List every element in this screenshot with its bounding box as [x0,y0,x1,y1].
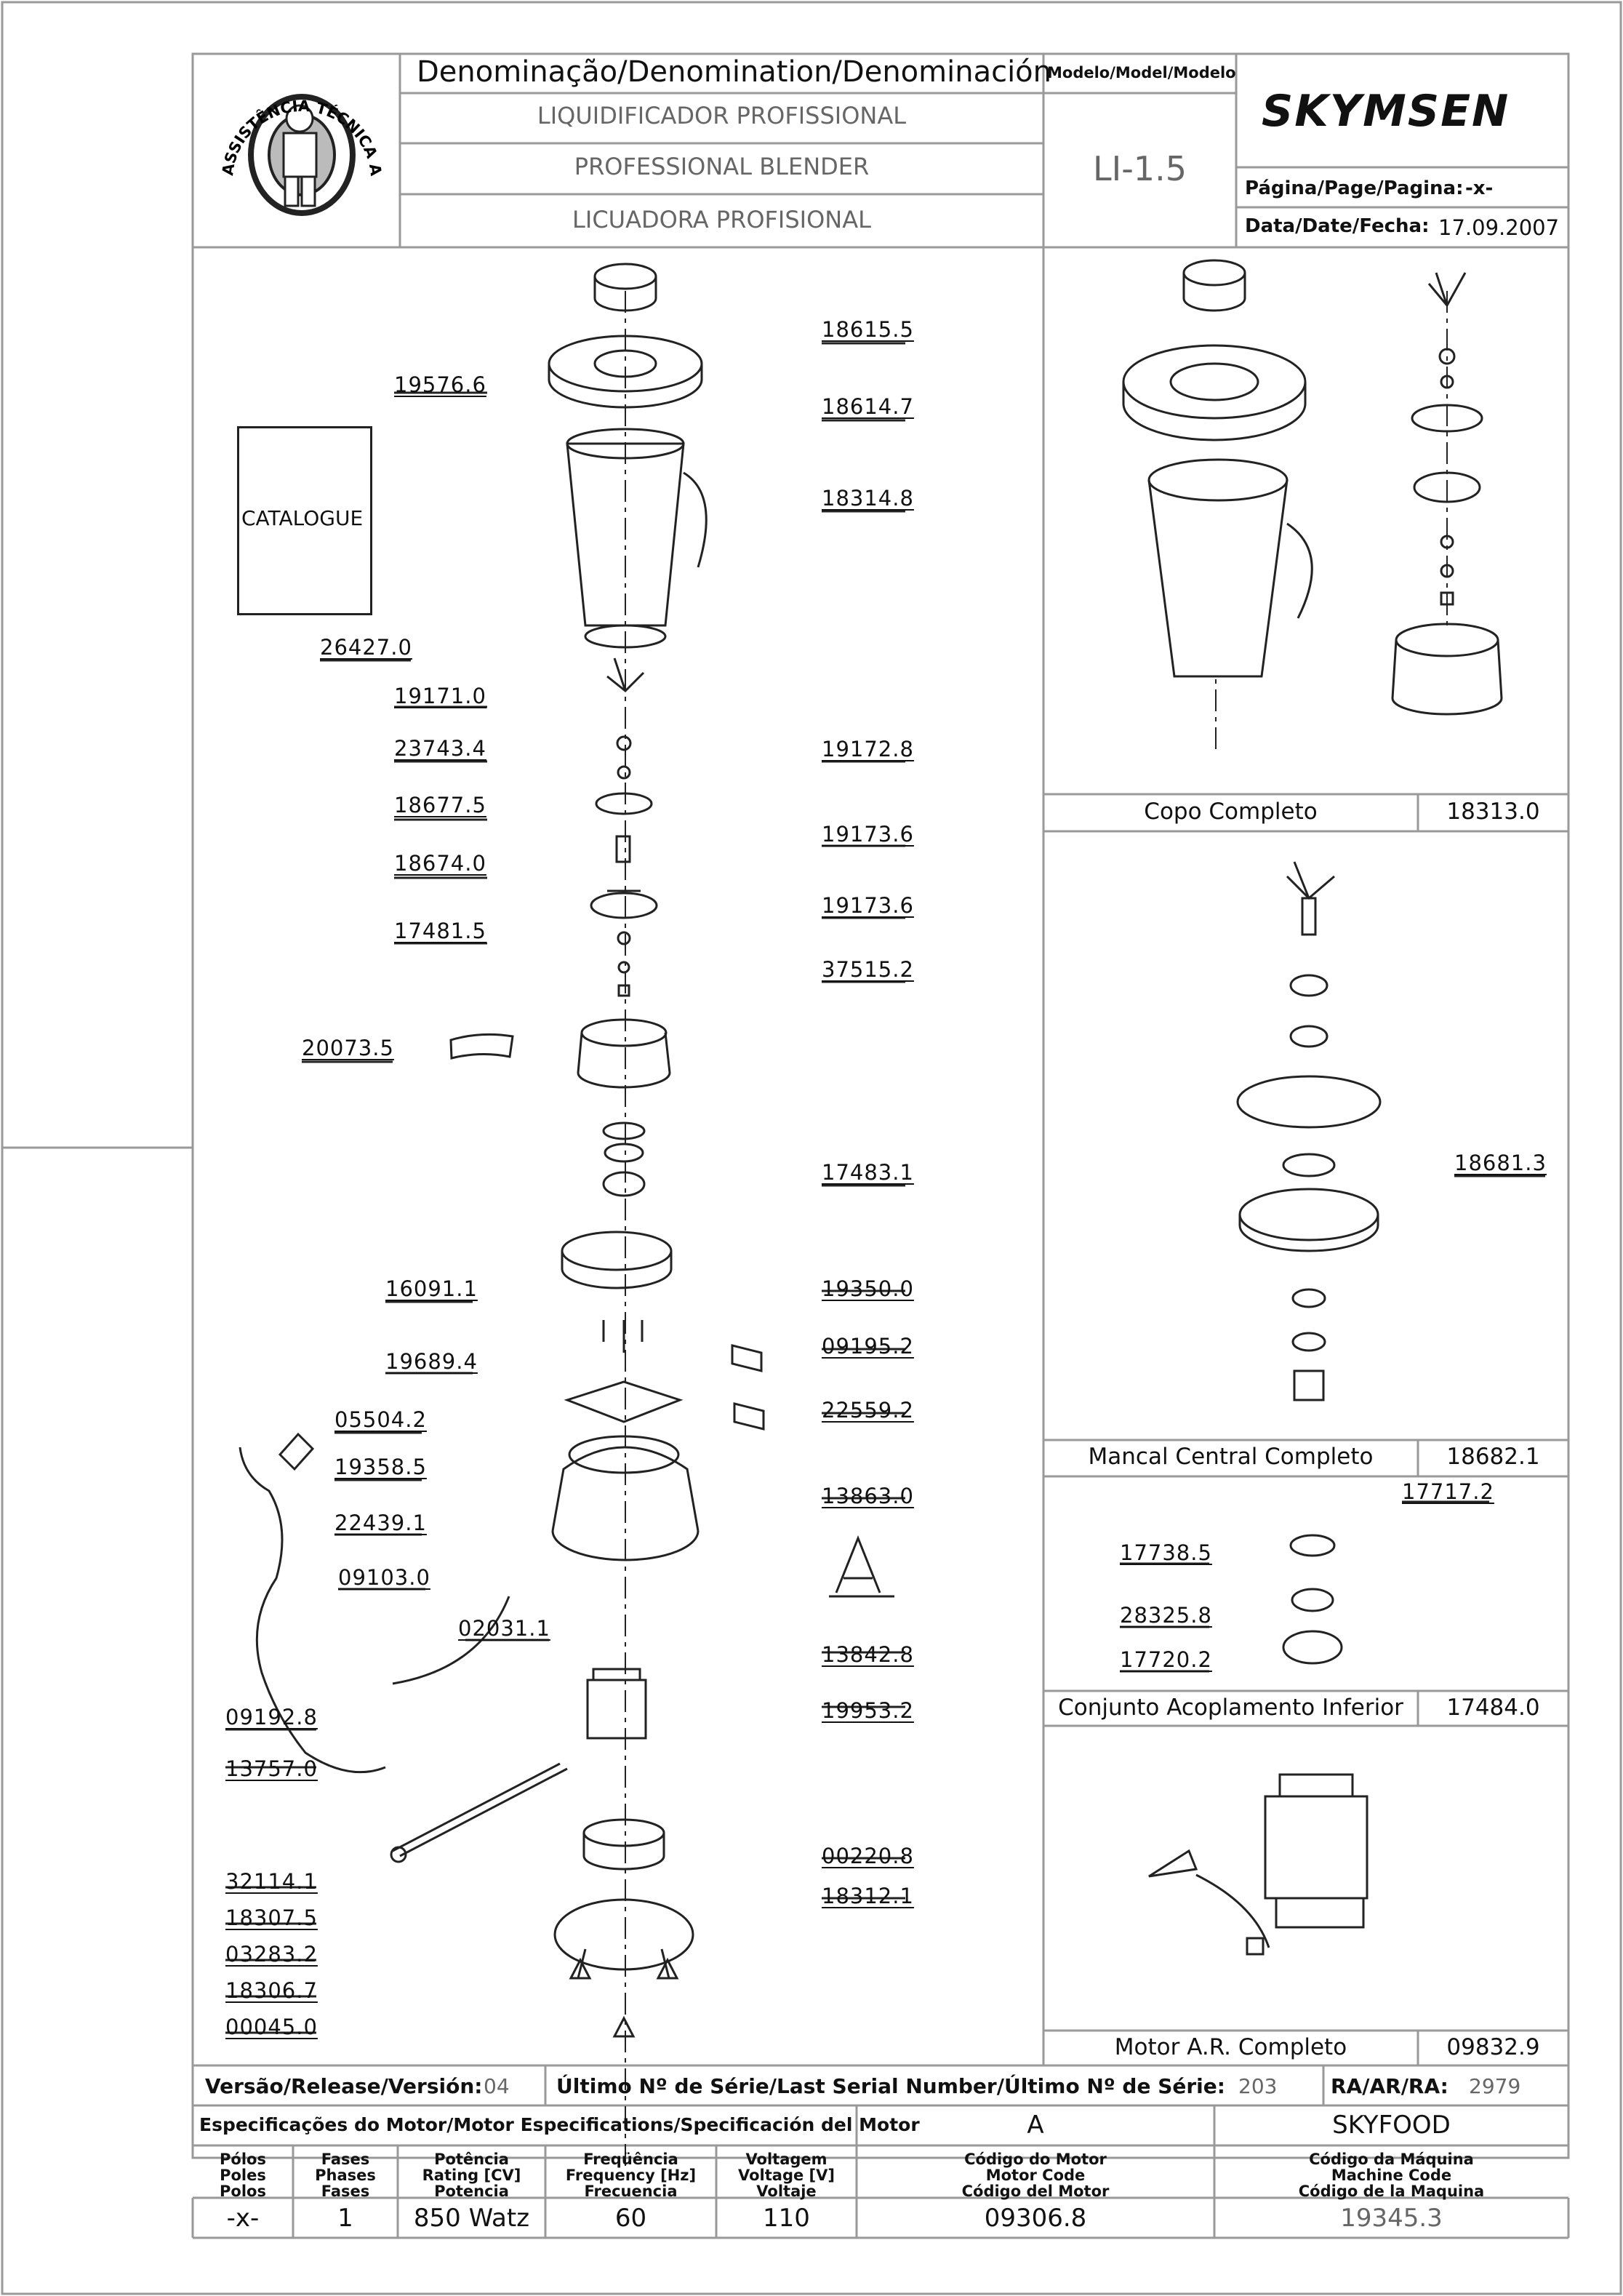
ra-label: RA/AR/RA: [1331,2074,1448,2098]
part-label: 13842.8 [822,1642,914,1667]
part-label: 18306.7 [225,1978,318,2003]
part-label: 17481.5 [394,919,486,943]
part-label: 18674.0 [394,851,486,876]
page-value: -x- [1465,177,1494,199]
brand-code: SKYFOOD [1332,2111,1451,2140]
part-label: 18614.7 [822,394,914,419]
part-label: 18681.3 [1454,1151,1547,1175]
serial-value: 203 [1238,2074,1278,2098]
part-label: 19953.2 [822,1698,914,1723]
part-label: 23743.4 [394,736,486,761]
assembly-code: 17484.0 [1446,1695,1540,1721]
version-value: 04 [484,2074,510,2098]
date-value: 17.09.2007 [1438,215,1560,240]
spec-header-motor-code: Código do Motor Motor Code Código del Mo… [961,2151,1110,2200]
part-label: 05504.2 [334,1407,427,1432]
serial-label: Último Nº de Série/Last Serial Number/Úl… [556,2074,1225,2098]
brand-logo: SKYMSEN [1262,86,1510,137]
spec-value-machine-code: 19345.3 [1340,2204,1443,2233]
denomination-title: Denominação/Denomination/Denominación [417,55,1052,89]
motor-letter: A [1027,2111,1044,2140]
page-label: Página/Page/Pagina: [1245,177,1464,199]
part-label: 02031.1 [458,1616,550,1641]
part-label: 22439.1 [334,1511,427,1535]
part-label: 09192.8 [225,1705,318,1729]
assembly-name: Conjunto Acoplamento Inferior [1058,1695,1403,1721]
catalogue-box [237,426,372,615]
specs-title: Especificações do Motor/Motor Especifica… [199,2114,920,2135]
name-en: PROFESSIONAL BLENDER [574,153,870,180]
spec-header-power: Potência Rating [CV] Potencia [422,2151,521,2200]
part-label: 17483.1 [822,1160,914,1185]
part-label: 19576.6 [394,372,486,397]
model-title: Modelo/Model/Modelo [1047,64,1236,81]
part-label: 00220.8 [822,1844,914,1868]
part-label: 19689.4 [385,1349,478,1374]
name-pt: LIQUIDIFICADOR PROFISSIONAL [537,102,907,129]
model-value: LI-1.5 [1093,149,1187,188]
part-label: 19173.6 [822,822,914,847]
assembly-code: 18682.1 [1446,1444,1540,1470]
spec-value-motor-code: 09306.8 [984,2204,1087,2233]
spec-value-voltage: 110 [763,2204,810,2233]
version-label: Versão/Release/Versión: [205,2074,483,2098]
spec-header-phases: Fases Phases Fases [315,2151,376,2200]
assistance-badge: ASSISTÊNCIA TÉCNICA AUTORIZADA [212,50,385,235]
part-label: 03283.2 [225,1942,318,1967]
part-label: 13863.0 [822,1484,914,1508]
assembly-name: Motor A.R. Completo [1114,2034,1347,2060]
part-label: 17720.2 [1120,1647,1212,1672]
part-label: 16091.1 [385,1276,478,1301]
ra-value: 2979 [1469,2074,1521,2098]
date-label: Data/Date/Fecha: [1245,215,1430,237]
spec-header-frequency: Freqüência Frequency [Hz] Frecuencia [565,2151,697,2200]
assembly-name: Mancal Central Completo [1088,1444,1374,1470]
part-label: 18677.5 [394,793,486,817]
part-label: 19358.5 [334,1455,427,1479]
part-label: 00045.0 [225,2015,318,2039]
part-label: 32114.1 [225,1869,318,1894]
spec-value-poles: -x- [226,2204,260,2233]
part-label: 18312.1 [822,1884,914,1908]
part-label: 19171.0 [394,684,486,708]
part-label: 19172.8 [822,737,914,761]
part-label: 17738.5 [1120,1540,1212,1565]
assembly-code: 18313.0 [1446,799,1540,825]
part-label: 19173.6 [822,893,914,918]
part-label: 09195.2 [822,1334,914,1359]
spec-value-phases: 1 [337,2204,353,2233]
spec-header-machine-code: Código da Máquina Machine Code Código de… [1298,2151,1485,2200]
assembly-name: Copo Completo [1144,799,1318,825]
part-label: 26427.0 [320,635,412,660]
part-label: 09103.0 [338,1565,430,1590]
part-label: 22559.2 [822,1398,914,1423]
part-label: 19350.0 [822,1276,914,1301]
spec-header-voltage: Voltagem Voltage [V] Voltaje [738,2151,835,2200]
catalogue-label: CATALOGUE [241,506,364,530]
part-label: 20073.5 [302,1036,394,1060]
part-label: 18307.5 [225,1905,318,1930]
spec-value-power: 850 Watz [413,2204,530,2233]
part-label: 18615.5 [822,317,914,342]
assembly-code: 09832.9 [1446,2034,1540,2060]
part-label: 28325.8 [1120,1603,1212,1628]
part-label: 37515.2 [822,957,914,982]
name-es: LICUADORA PROFISIONAL [572,206,871,233]
part-label: 17717.2 [1402,1479,1494,1504]
part-label: 13757.0 [225,1756,318,1781]
spec-header-poles: Pólos Poles Polos [220,2151,266,2200]
spec-value-frequency: 60 [614,2204,647,2233]
part-label: 18314.8 [822,486,914,511]
